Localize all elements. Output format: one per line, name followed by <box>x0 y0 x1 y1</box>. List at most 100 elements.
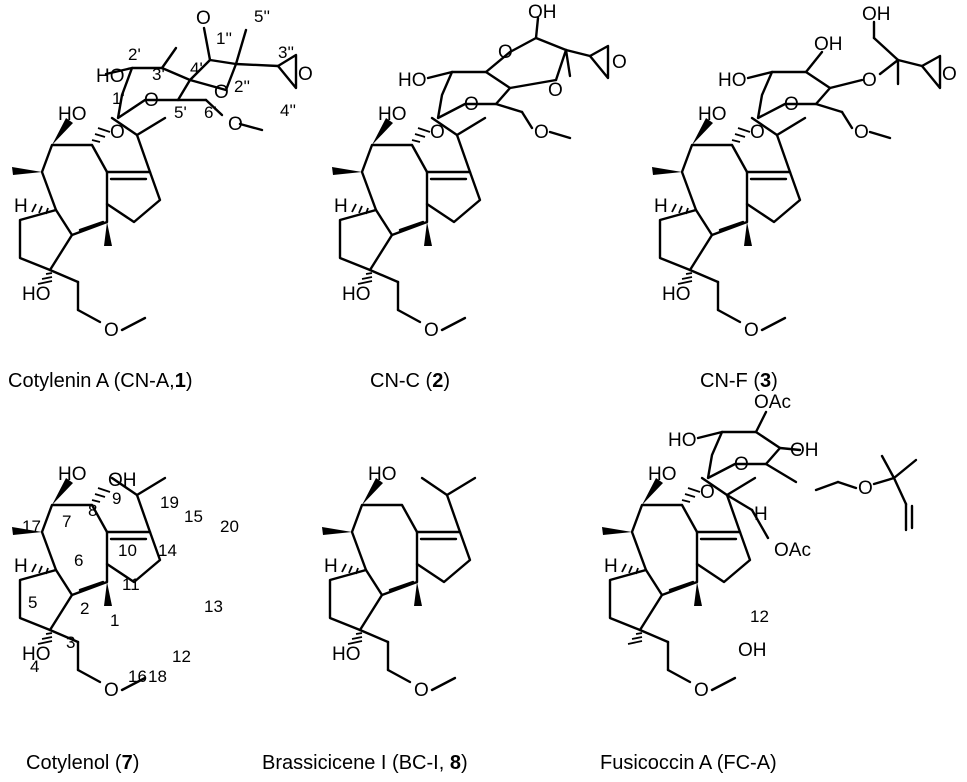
atom-oac-side: OAc <box>774 540 811 561</box>
structure-cn-f: O HO HO OH H HO O O O OH O O <box>650 4 957 341</box>
label-4prime: 4' <box>190 59 203 78</box>
label-c7: 7 <box>62 512 71 531</box>
caption-brassicicene-i: Brassicicene I (BC-I, 8) <box>262 752 468 774</box>
atom-oh-c8: HO <box>698 104 727 125</box>
atom-o-epoxide: O <box>942 64 957 85</box>
structure-brassicicene-i: HO H HO O <box>320 464 477 701</box>
atom-o-ring: O <box>464 94 479 115</box>
atom-o-glycosidic: O <box>110 122 125 143</box>
atom-o-methoxy: O <box>104 320 119 341</box>
atom-oac-sugar: OAc <box>754 392 791 413</box>
atom-o-methoxy: O <box>424 320 439 341</box>
label-4dprime: 4'' <box>280 101 296 120</box>
atom-o-dioxane-top: O <box>498 42 513 63</box>
label-c10: 10 <box>118 541 137 560</box>
label-c12: 12 <box>750 607 769 626</box>
atom-h-c6: H <box>14 556 28 577</box>
label-c16: 16 <box>128 667 147 686</box>
label-c8: 8 <box>88 501 97 520</box>
label-1dprime: 1'' <box>216 29 232 48</box>
label-c5: 5 <box>28 593 37 612</box>
atom-ho-c2prime: HO <box>96 66 125 87</box>
caption-cn-c: CN-C (2) <box>370 370 451 392</box>
caption-cotylenol: Cotylenol (7) <box>26 752 140 774</box>
atom-ho-sugar: HO <box>398 70 427 91</box>
atom-o-6prime: O <box>854 122 869 143</box>
label-c13: 13 <box>204 597 223 616</box>
atom-o-methoxy: O <box>694 680 709 701</box>
caption-cn-f: CN-F (3) <box>700 370 778 392</box>
atom-h-c6: H <box>604 556 618 577</box>
label-2prime: 2' <box>128 45 141 64</box>
atom-o-ring: O <box>144 90 159 111</box>
label-c20: 20 <box>220 517 239 536</box>
atom-ho-c8: HO <box>58 464 87 485</box>
atom-o-epoxide: O <box>298 64 313 85</box>
label-c9: 9 <box>112 489 121 508</box>
atom-o-ether: O <box>858 478 873 499</box>
label-2dprime: 2'' <box>234 77 250 96</box>
label-3dprime: 3'' <box>278 43 294 62</box>
label-c17: 17 <box>22 517 41 536</box>
atom-ho-c3: HO <box>332 644 361 665</box>
atom-oh-sugar: OH <box>814 34 843 55</box>
structure-fusicoccin-a: O HO HO OAc OH O O H OAc H O OH 12 <box>600 392 918 701</box>
label-c14: 14 <box>158 541 177 560</box>
atom-h-c6: H <box>654 196 668 217</box>
atom-oh-c12: OH <box>738 640 767 661</box>
caption-fusicoccin-a: Fusicoccin A (FC-A) <box>600 752 777 774</box>
atom-ho-c3: HO <box>342 284 371 305</box>
atom-o-methoxy: O <box>744 320 759 341</box>
label-c1: 1 <box>110 611 119 630</box>
atom-o-carbonyl: O <box>196 8 211 29</box>
atom-o-6prime: O <box>534 122 549 143</box>
label-c4: 4 <box>30 657 39 676</box>
atom-ho-c3: HO <box>22 644 51 665</box>
atom-ho-sugar: HO <box>718 70 747 91</box>
atom-oh-hemiacetal: OH <box>528 2 557 23</box>
label-c19: 19 <box>160 493 179 512</box>
label-6prime: 6' <box>204 103 217 122</box>
atom-ho-c3: HO <box>662 284 691 305</box>
label-c18: 18 <box>148 667 167 686</box>
atom-o-glycosidic: O <box>750 122 765 143</box>
atom-ho-c8: HO <box>648 464 677 485</box>
atom-o-6prime: O <box>228 114 243 135</box>
label-c15: 15 <box>184 507 203 526</box>
atom-oh-c8: HO <box>58 104 87 125</box>
atom-o-glycosidic: O <box>700 482 715 503</box>
atom-ho-c3: HO <box>22 284 51 305</box>
atom-o-methoxy: O <box>414 680 429 701</box>
atom-o-glycosidic: O <box>430 122 445 143</box>
atom-h-c6: H <box>324 556 338 577</box>
atom-oh-primary: OH <box>862 4 891 25</box>
label-c11: 11 <box>122 575 140 594</box>
structure-cotylenol: HO OH H HO O 1 2 3 4 5 6 7 8 9 10 11 12 … <box>10 464 239 701</box>
label-c2: 2 <box>80 599 89 618</box>
atom-oh-c9: OH <box>108 470 137 491</box>
atom-o-ring: O <box>784 94 799 115</box>
atom-h-c6: H <box>14 196 28 217</box>
structure-cotylenin-a: O HO HO H HO O O O O O O 1' 2' 3' 4' 5' … <box>10 7 313 341</box>
caption-cotylenin-a: Cotylenin A (CN-A,1) <box>8 370 193 392</box>
atom-oh-c8: HO <box>378 104 407 125</box>
label-c12: 12 <box>172 647 191 666</box>
label-c3: 3 <box>66 633 75 652</box>
atom-h-side: H <box>754 504 768 525</box>
atom-h-c6: H <box>334 196 348 217</box>
atom-o-dioxane: O <box>214 82 229 103</box>
label-5dprime: 5'' <box>254 7 270 26</box>
atom-oh-sugar: OH <box>790 440 819 461</box>
atom-o-dioxane-bottom: O <box>548 80 563 101</box>
atom-ho-sugar: HO <box>668 430 697 451</box>
atom-o-ring: O <box>734 454 749 475</box>
label-3prime: 3' <box>152 65 165 84</box>
label-1prime: 1' <box>112 89 125 108</box>
atom-o-ether: O <box>862 70 877 91</box>
atom-ho-c8: HO <box>368 464 397 485</box>
atom-o-methoxy: O <box>104 680 119 701</box>
label-5prime: 5' <box>174 103 187 122</box>
label-c6: 6 <box>74 551 83 570</box>
structure-cn-c: O HO HO H HO O O O O OH O O <box>330 2 627 341</box>
